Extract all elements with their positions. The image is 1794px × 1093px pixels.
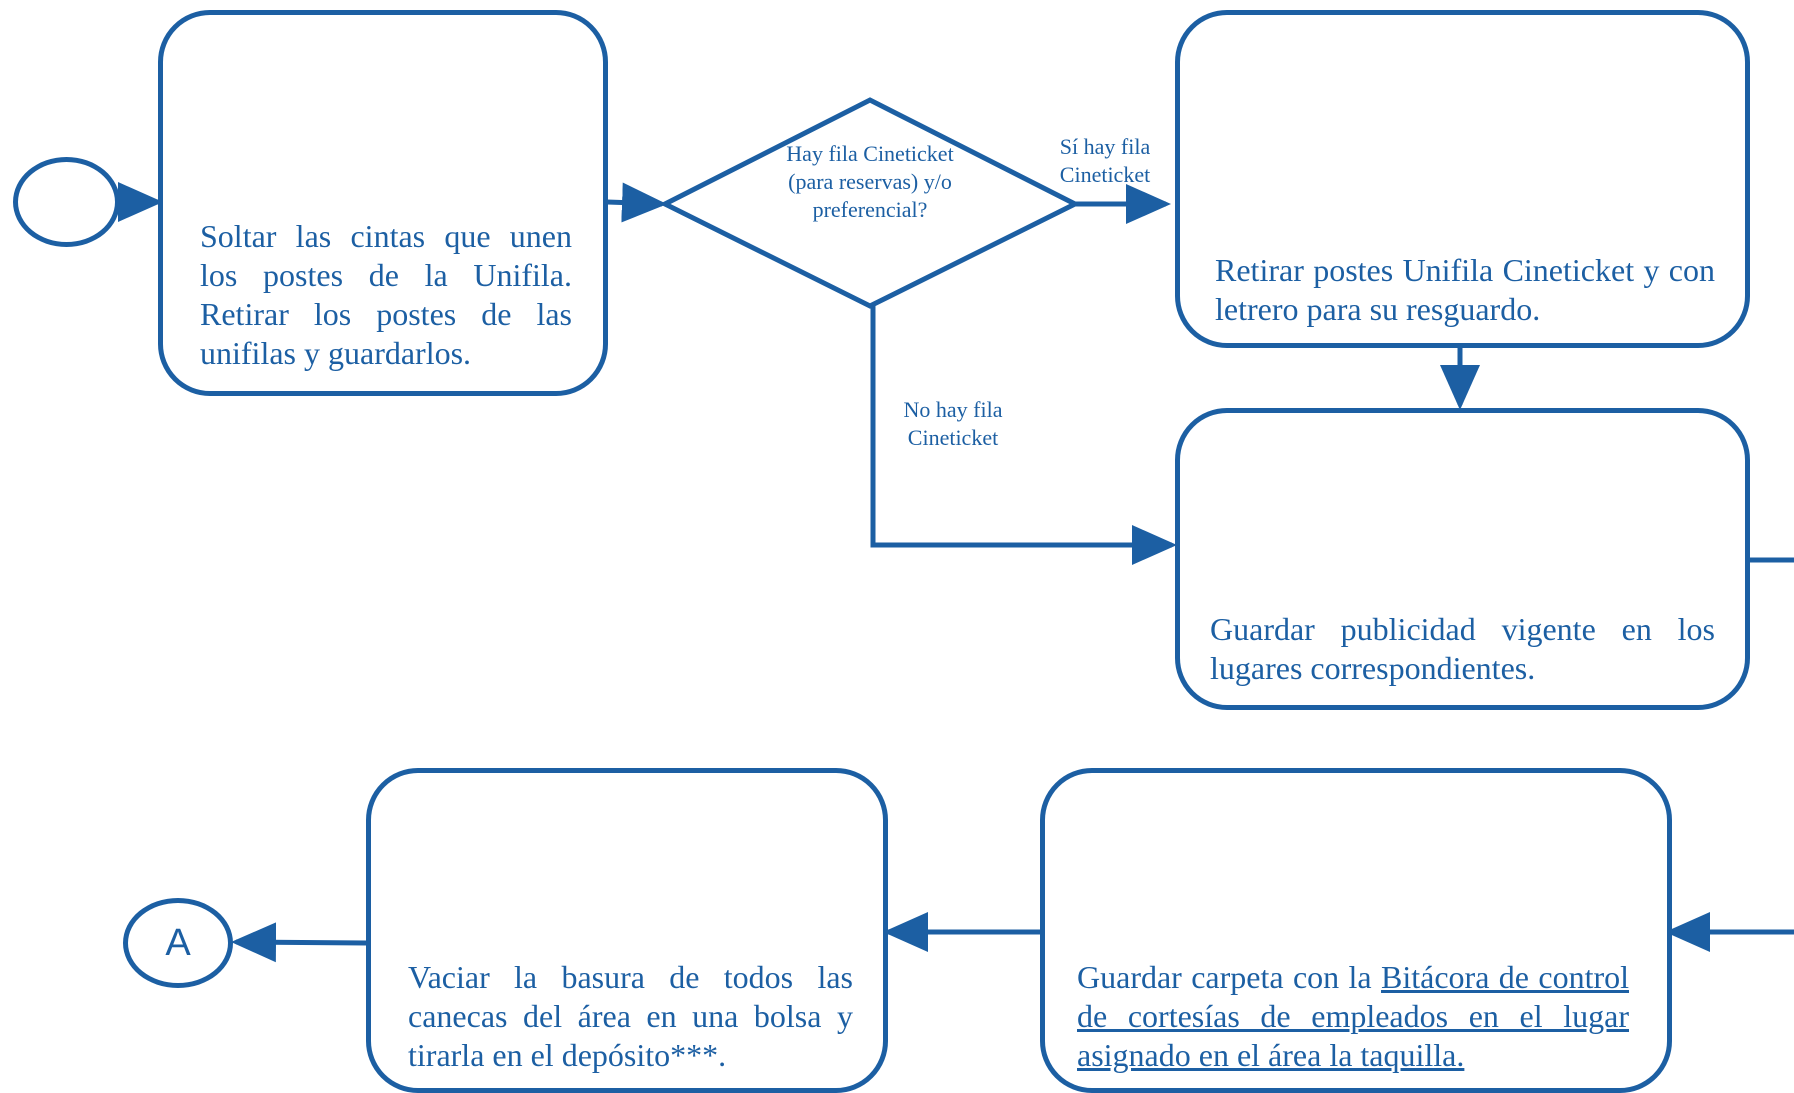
step-publicidad-box: Guardar publicidad vigente en los lugare… bbox=[1175, 408, 1750, 710]
step-basura-text: Vaciar la basura de todos las canecas de… bbox=[408, 959, 853, 1073]
decision-yes-label: Sí hay fila Cineticket bbox=[1059, 134, 1151, 187]
step-carpeta-box: Guardar carpeta con la Bitácora de contr… bbox=[1040, 768, 1672, 1093]
step-publicidad-text: Guardar publicidad vigente en los lugare… bbox=[1210, 611, 1715, 686]
arrow-unifila-to-decision bbox=[606, 182, 667, 223]
start-connector bbox=[13, 157, 120, 247]
arrow-decision-no bbox=[870, 306, 1177, 565]
step-cineticket-box: Retirar postes Unifila Cineticket y con … bbox=[1175, 10, 1750, 348]
end-connector-a: A bbox=[123, 898, 233, 988]
step-basura-box: Vaciar la basura de todos las canecas de… bbox=[366, 768, 888, 1093]
step-carpeta-prefix: Guardar carpeta con la bbox=[1077, 959, 1382, 995]
decision-no-label: No hay fila Cineticket bbox=[903, 397, 1003, 450]
step-unifila-text: Soltar las cintas que unen los postes de… bbox=[200, 218, 572, 371]
decision-question: Hay fila Cineticket (para reservas) y/o … bbox=[786, 141, 954, 222]
arrow-basura-to-a bbox=[231, 922, 367, 963]
step-cineticket-text: Retirar postes Unifila Cineticket y con … bbox=[1215, 252, 1715, 327]
decision-diamond bbox=[659, 97, 1081, 309]
step-carpeta-text: Guardar carpeta con la Bitácora de contr… bbox=[1077, 958, 1629, 1075]
bitacora-link[interactable]: Bitácora de control de cortesías de empl… bbox=[1077, 959, 1630, 1073]
step-unifila-box: Soltar las cintas que unen los postes de… bbox=[158, 10, 608, 396]
